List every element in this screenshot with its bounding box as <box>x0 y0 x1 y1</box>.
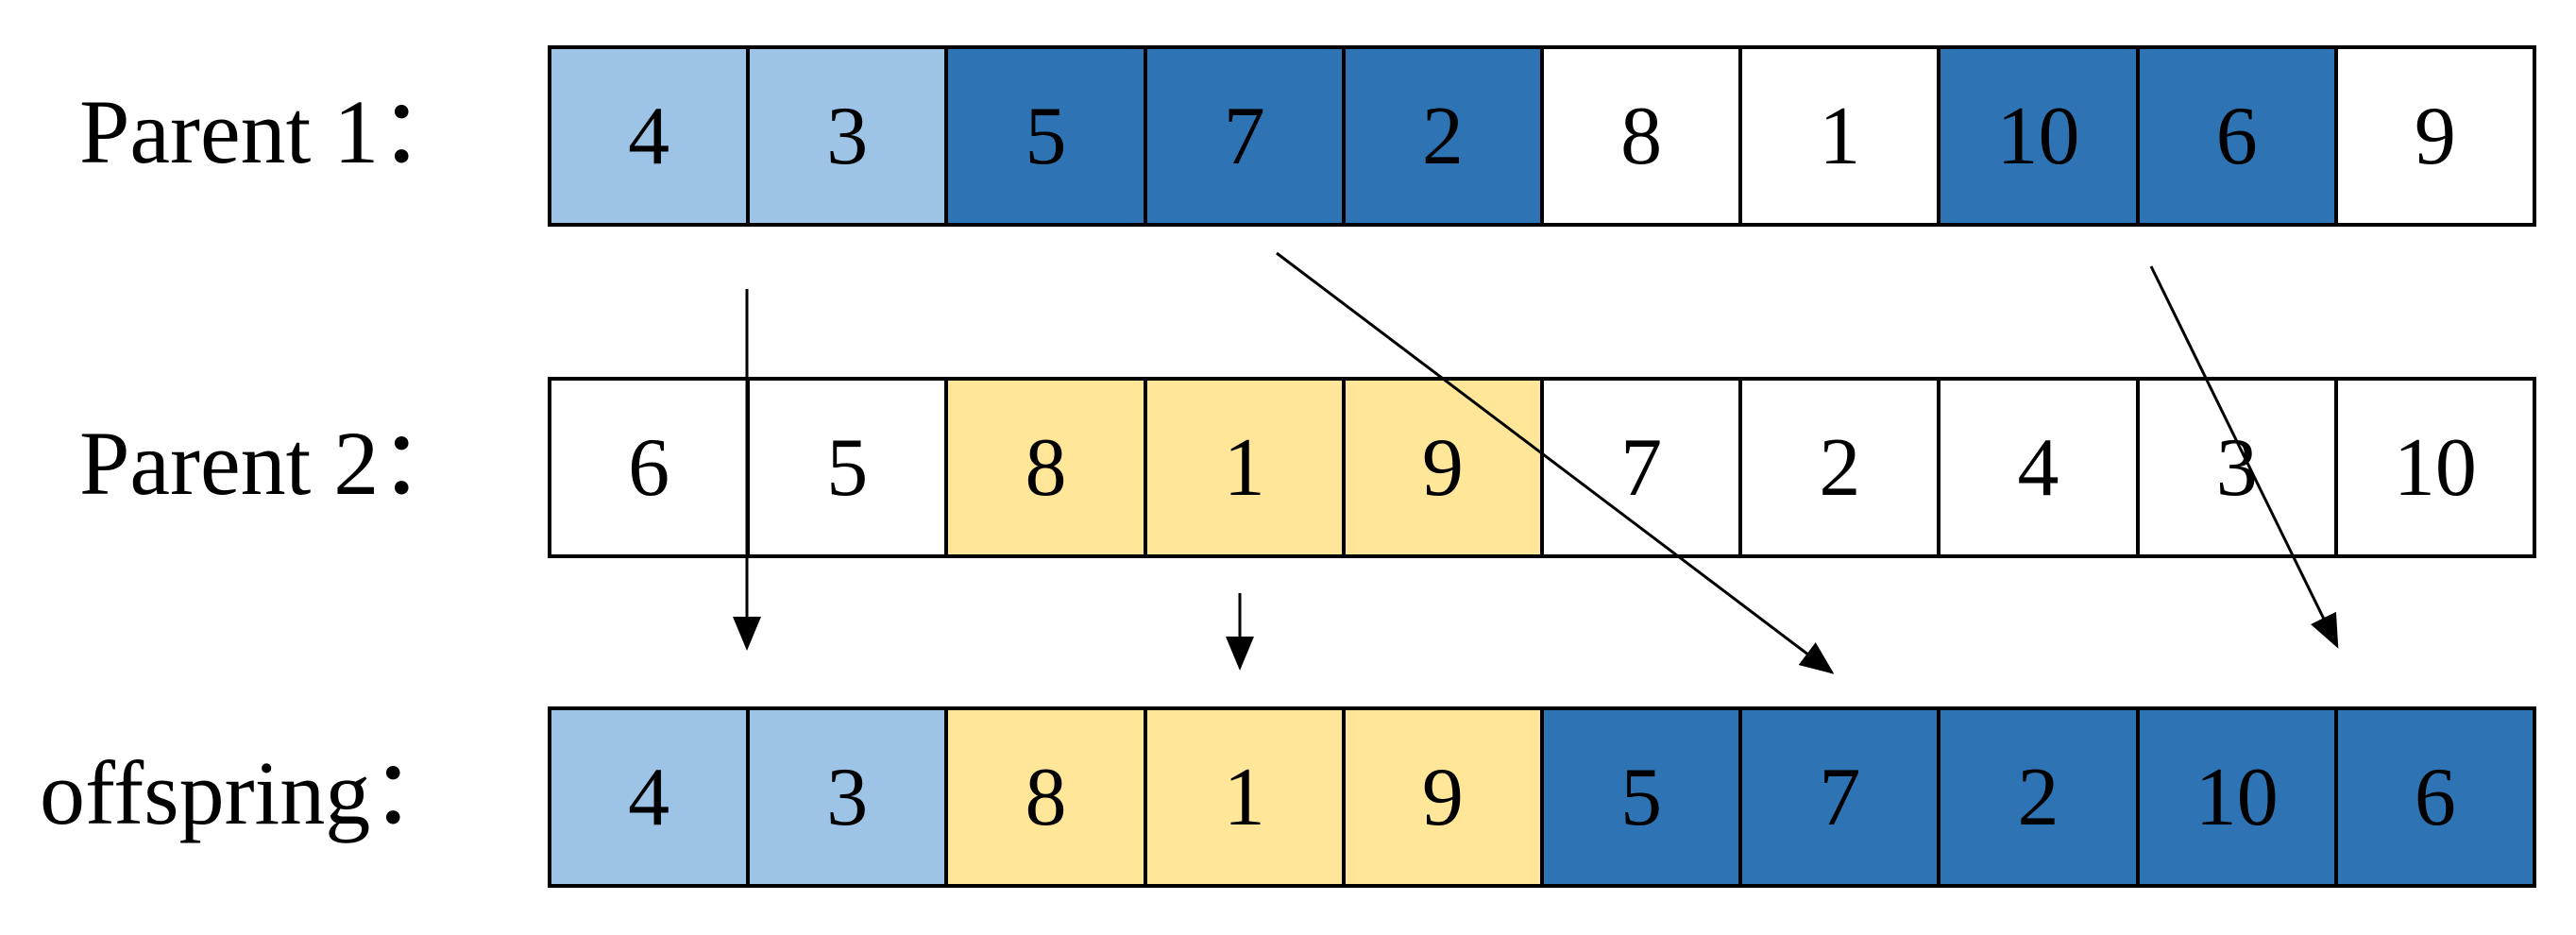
gene-cell: 8 <box>1544 49 1743 223</box>
gene-cell: 7 <box>1146 49 1346 223</box>
parent1-label: Parent 1： <box>79 81 470 182</box>
parent1-chromosome: 4 3 5 7 2 8 1 10 6 9 <box>548 45 2536 227</box>
gene-cell: 4 <box>551 710 751 884</box>
gene-cell: 4 <box>1940 381 2140 554</box>
gene-cell: 8 <box>948 381 1147 554</box>
offspring-label: offspring： <box>40 742 462 843</box>
gene-cell: 6 <box>2139 49 2338 223</box>
gene-cell: 10 <box>2337 381 2534 554</box>
gene-cell: 2 <box>1345 49 1545 223</box>
gene-cell: 7 <box>1544 381 1743 554</box>
gene-cell: 10 <box>1940 49 2140 223</box>
parent2-chromosome: 6 5 8 1 9 7 2 4 3 10 <box>548 377 2536 558</box>
gene-cell: 3 <box>750 49 949 223</box>
gene-cell: 10 <box>2139 710 2338 884</box>
parent2-label: Parent 2： <box>79 413 470 514</box>
gene-cell: 2 <box>1742 381 1941 554</box>
gene-cell: 6 <box>2337 710 2534 884</box>
gene-cell: 6 <box>551 381 751 554</box>
gene-cell: 8 <box>948 710 1147 884</box>
gene-cell: 5 <box>750 381 949 554</box>
gene-cell: 7 <box>1742 710 1941 884</box>
offspring-chromosome: 4 3 8 1 9 5 7 2 10 6 <box>548 706 2536 888</box>
gene-cell: 5 <box>948 49 1147 223</box>
gene-cell: 1 <box>1146 381 1346 554</box>
gene-cell: 9 <box>2337 49 2534 223</box>
gene-cell: 3 <box>750 710 949 884</box>
gene-cell: 9 <box>1345 710 1545 884</box>
gene-cell: 4 <box>551 49 751 223</box>
gene-cell: 1 <box>1146 710 1346 884</box>
gene-cell: 1 <box>1742 49 1941 223</box>
gene-cell: 2 <box>1940 710 2140 884</box>
gene-cell: 9 <box>1345 381 1545 554</box>
gene-cell: 3 <box>2139 381 2338 554</box>
gene-cell: 5 <box>1544 710 1743 884</box>
